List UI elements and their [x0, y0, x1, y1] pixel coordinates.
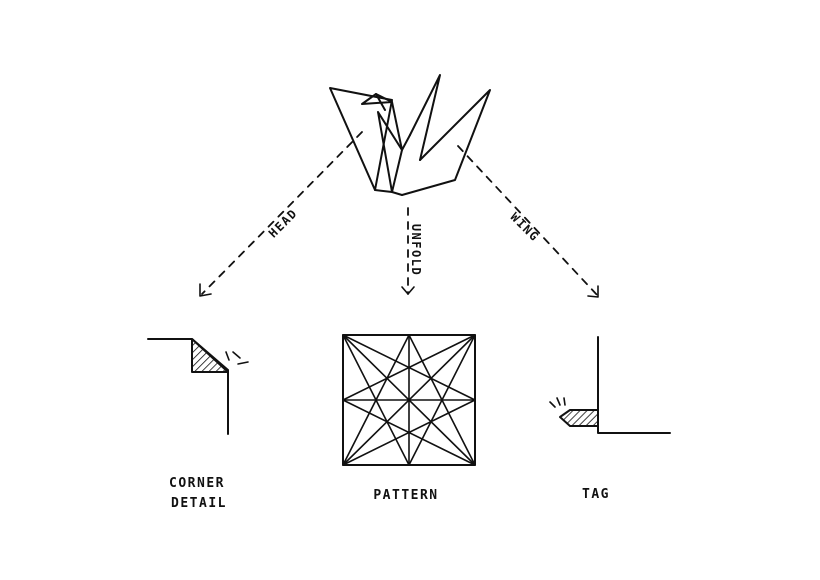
arrow-wing	[457, 145, 599, 298]
arrow-unfold	[401, 207, 415, 295]
corner-caption-line2: DETAIL	[171, 496, 227, 511]
tag-caption: TAG	[582, 487, 610, 502]
origami-crane	[329, 74, 491, 196]
unfold-label: UNFOLD	[409, 224, 423, 276]
wing-label: WING	[508, 210, 543, 245]
pattern-caption: PATTERN	[373, 488, 438, 503]
corner-caption-line1: CORNER	[169, 476, 225, 491]
arrow-head	[199, 131, 363, 297]
crease-pattern	[342, 334, 476, 466]
corner-detail-illustration	[147, 338, 249, 435]
tag-illustration	[549, 336, 671, 434]
